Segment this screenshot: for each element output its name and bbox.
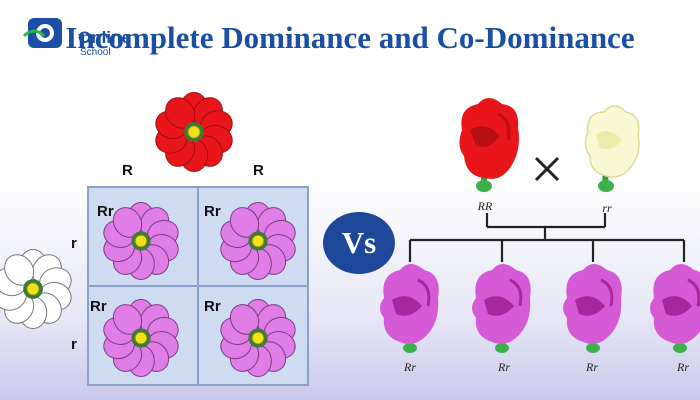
- logo-text: Online: [78, 28, 131, 47]
- offspring-genotype-label: Rr: [586, 360, 598, 374]
- magenta-snapdragon-offspring: [472, 264, 531, 353]
- red-flower-parent: [155, 91, 233, 173]
- top-allele-label: R: [122, 162, 133, 179]
- magenta-snapdragon-offspring: [563, 264, 622, 353]
- parent-genotype-label: rr: [602, 201, 612, 215]
- pink-flower-offspring: [103, 202, 179, 280]
- punnett-cell-genotype: Rr: [97, 203, 114, 220]
- white-flower-parent: [0, 248, 72, 330]
- cross-branch-lines: [408, 213, 686, 262]
- white-snapdragon-parent: [584, 105, 640, 192]
- magenta-snapdragon-offspring: [380, 264, 439, 353]
- vs-badge: Vs: [323, 212, 395, 274]
- side-allele-label: r: [71, 336, 77, 353]
- cross-symbol-icon: [534, 156, 560, 182]
- punnett-cell-genotype: Rr: [90, 298, 107, 315]
- offspring-genotype-label: Rr: [677, 360, 689, 374]
- pink-flower-offspring: [103, 299, 179, 377]
- parent-genotype-label: RR: [477, 199, 493, 213]
- online-school-logo: Online School: [20, 14, 132, 58]
- punnett-cell-genotype: Rr: [204, 298, 221, 315]
- punnett-cell-genotype: Rr: [204, 203, 221, 220]
- pink-flower-offspring: [220, 299, 296, 377]
- offspring-genotype-label: Rr: [404, 360, 416, 374]
- magenta-snapdragon-offspring: [650, 264, 700, 353]
- red-snapdragon-parent: [459, 98, 519, 192]
- logo-subtext: School: [80, 47, 111, 58]
- page-title: Incomplete Dominance and Co-Dominance: [65, 20, 635, 55]
- top-allele-label: R: [253, 162, 264, 179]
- offspring-genotype-label: Rr: [498, 360, 510, 374]
- side-allele-label: r: [71, 235, 77, 252]
- pink-flower-offspring: [220, 202, 296, 280]
